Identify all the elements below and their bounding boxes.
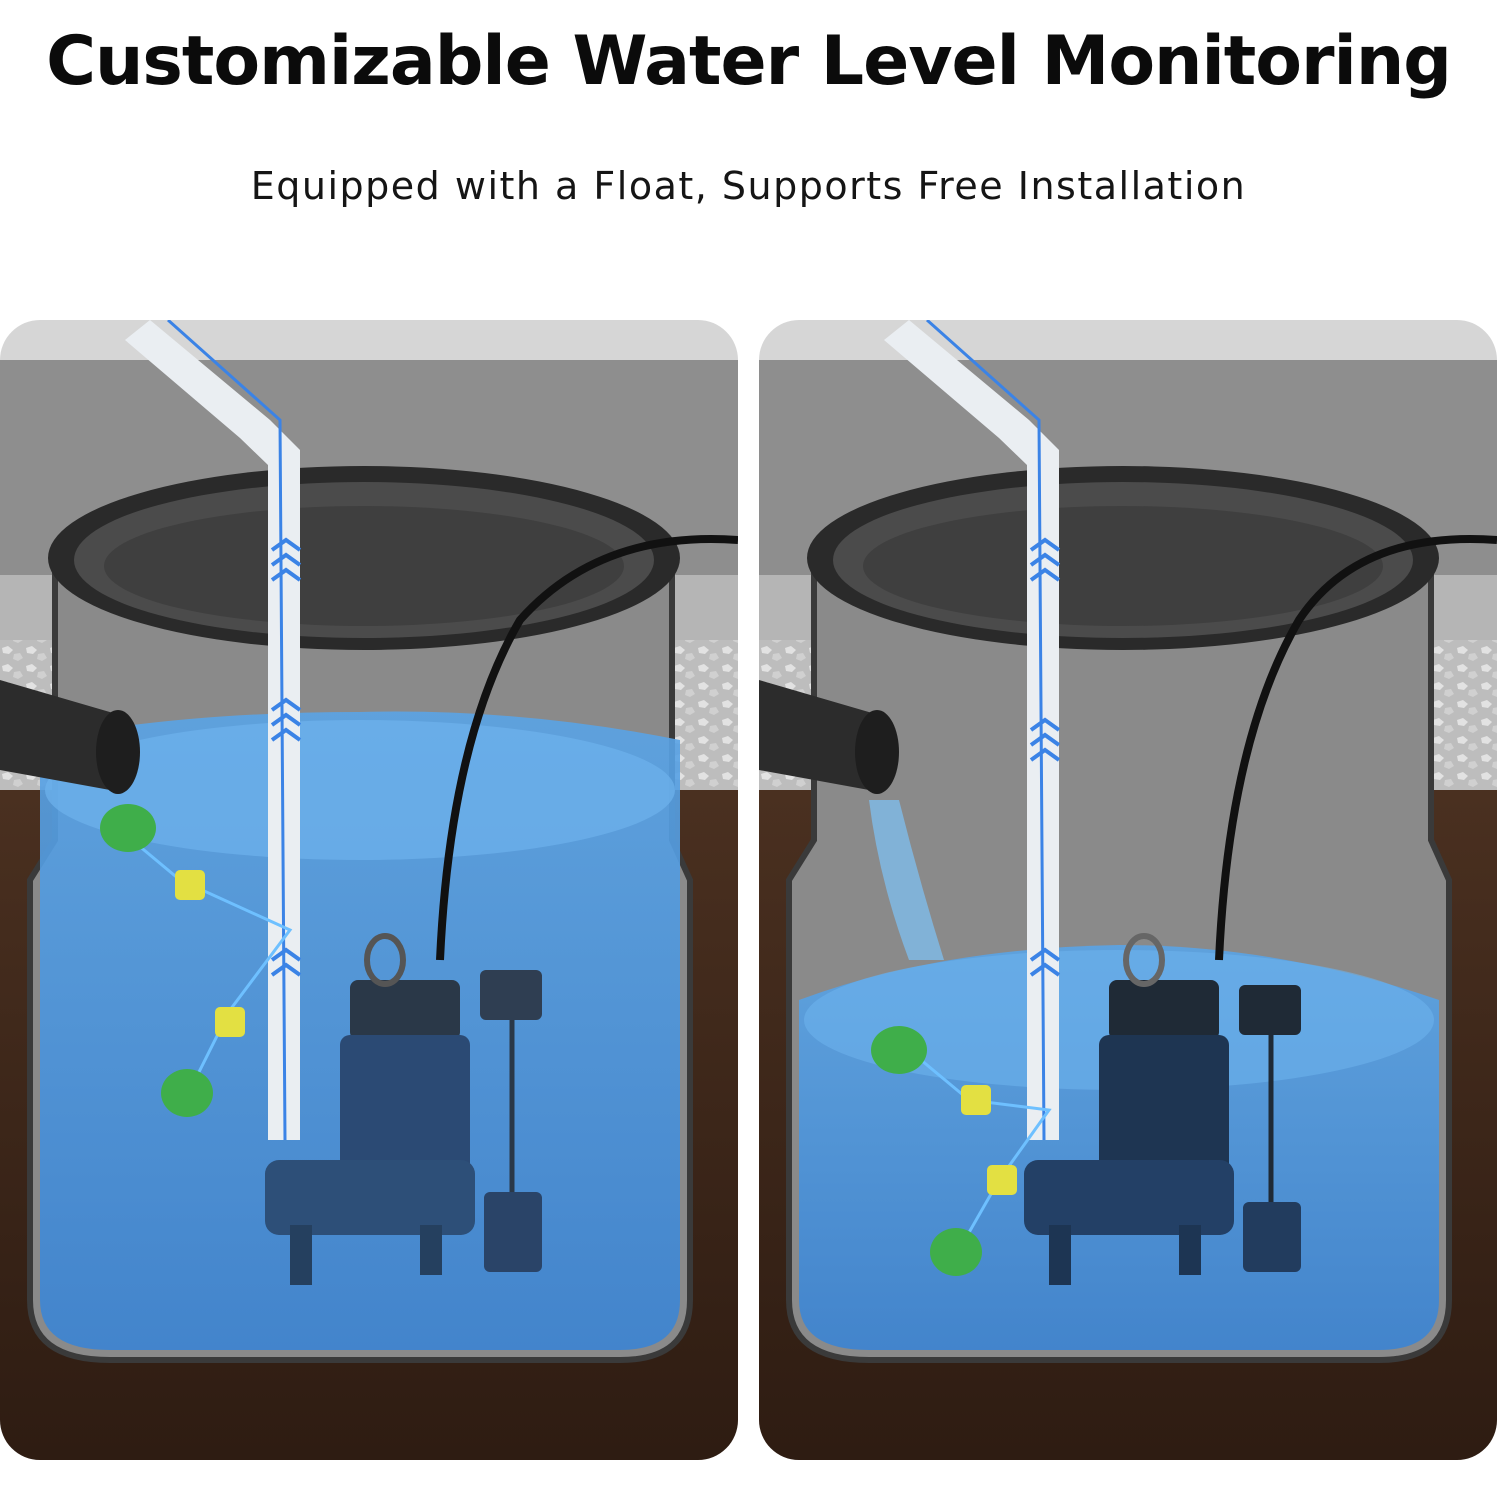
float-weight-lower — [987, 1165, 1017, 1195]
power-cable — [436, 535, 738, 961]
page-title: Customizable Water Level Monitoring — [46, 22, 1452, 101]
float-ball-lower-icon — [161, 1069, 213, 1117]
discharge-pipe — [884, 320, 1059, 1140]
inlet-pipe — [0, 680, 120, 790]
inlet-pipe — [759, 680, 879, 790]
inflow-stream — [869, 800, 944, 960]
float-cable — [119, 828, 293, 1091]
vertical-float-switch — [480, 970, 542, 1272]
float-weight-upper — [961, 1085, 991, 1115]
page-subtitle: Equipped with a Float, Supports Free Ins… — [250, 164, 1247, 208]
flow-arrows — [270, 537, 302, 977]
float-weight-lower — [215, 1007, 245, 1037]
float-weight-upper — [175, 870, 205, 900]
vertical-float-switch — [1239, 985, 1301, 1272]
panel-high-water — [0, 320, 738, 1460]
float-ball-lower-icon — [930, 1228, 982, 1276]
float-ball-upper-icon — [871, 1026, 927, 1074]
float-cable — [908, 1048, 1052, 1251]
pump — [1024, 933, 1234, 1285]
pump — [265, 933, 475, 1285]
discharge-pipe — [125, 320, 300, 1140]
power-cable — [1215, 535, 1497, 961]
flow-arrows — [1029, 537, 1061, 977]
panel-low-water — [759, 320, 1497, 1460]
float-ball-upper-icon — [100, 804, 156, 852]
